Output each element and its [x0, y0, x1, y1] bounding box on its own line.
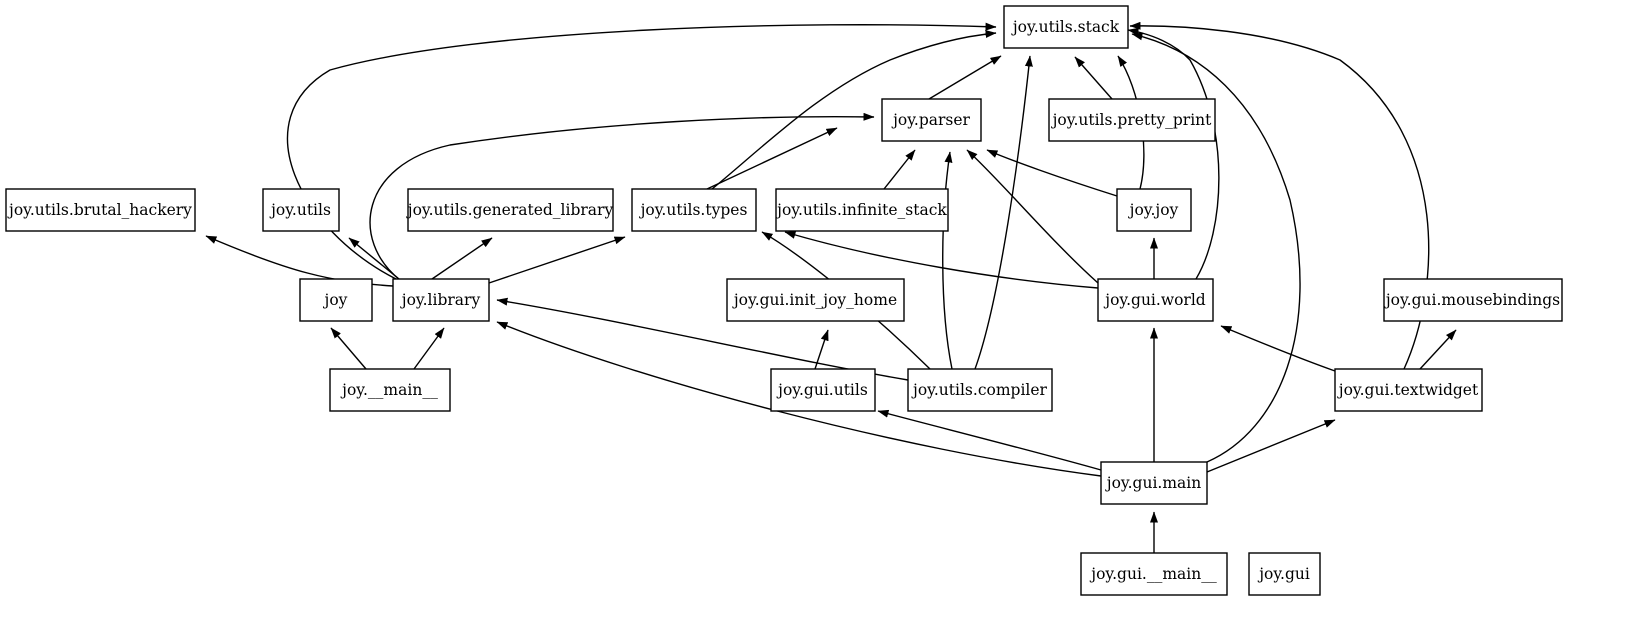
node-label-joy-gui-mousebindings: joy.gui.mousebindings — [1384, 291, 1560, 309]
node-joy-gui-textwidget[interactable]: joy.gui.textwidget — [1334, 368, 1483, 412]
node-label-joy-main-module: joy.__main__ — [340, 381, 438, 399]
edge-joy-utils-compiler-to-joy-parser — [942, 151, 953, 370]
node-joy-gui-utils[interactable]: joy.gui.utils — [770, 368, 876, 412]
node-label-joy-utils-brutal-hackery: joy.utils.brutal_hackery — [7, 201, 192, 219]
node-label-joy-gui-main-module: joy.gui.__main__ — [1089, 565, 1217, 583]
node-box-joy-utils-generated-library[interactable] — [407, 188, 614, 232]
node-joy-utils-stack[interactable]: joy.utils.stack — [1003, 5, 1129, 49]
edge-joy-library-to-joy-utils — [348, 237, 400, 280]
node-label-joy-parser: joy.parser — [891, 111, 970, 129]
node-label-joy-utils-infinite-stack: joy.utils.infinite_stack — [775, 201, 947, 219]
node-joy-gui-init-joy-home[interactable]: joy.gui.init_joy_home — [726, 278, 905, 322]
node-box-joy-utils-compiler[interactable] — [907, 368, 1053, 412]
edge-joy-gui-main-to-joy-gui-utils — [877, 409, 1102, 471]
node-box-joy-utils[interactable] — [262, 188, 340, 232]
node-box-joy-gui-utils[interactable] — [770, 368, 876, 412]
edge-joy-library-to-joy-parser — [369, 112, 875, 281]
edge-joy-library-to-joy-utils-types — [488, 236, 626, 284]
node-box-joy-utils-pretty-print[interactable] — [1048, 98, 1216, 142]
node-box-joy-utils-brutal-hackery[interactable] — [5, 188, 196, 232]
node-joy-utils-compiler[interactable]: joy.utils.compiler — [907, 368, 1053, 412]
edge-joy-utils-types-to-joy-parser — [706, 127, 838, 190]
node-box-joy-utils-infinite-stack[interactable] — [775, 188, 949, 232]
node-label-joy-library: joy.library — [400, 291, 481, 309]
edge-joy-utils-infinite-stack-to-joy-parser — [883, 149, 916, 190]
edge-joy-gui-main-to-joy-gui-textwidget — [1206, 419, 1336, 473]
node-label-joy: joy — [323, 291, 348, 309]
edge-joy-main-to-joy-library — [413, 327, 445, 370]
edge-joy-gui-world-to-joy-utils-types — [784, 231, 1099, 289]
node-joy-utils-brutal-hackery[interactable]: joy.utils.brutal_hackery — [5, 188, 196, 232]
node-box-joy-gui-textwidget[interactable] — [1334, 368, 1483, 412]
node-box-joy-gui-main[interactable] — [1100, 461, 1208, 505]
node-joy-parser[interactable]: joy.parser — [881, 98, 982, 142]
edge-joy-gui-world-to-joy-utils-stack — [1127, 27, 1220, 280]
node-joy-utils-pretty-print[interactable]: joy.utils.pretty_print — [1048, 98, 1216, 142]
node-box-joy-main-module[interactable] — [329, 368, 451, 412]
node-label-joy-gui-textwidget: joy.gui.textwidget — [1337, 381, 1479, 399]
node-box-joy-gui-mousebindings[interactable] — [1383, 278, 1563, 322]
node-box-joy[interactable] — [299, 278, 373, 322]
node-joy-utils[interactable]: joy.utils — [262, 188, 340, 232]
edge-joy-main-to-joy — [330, 327, 367, 370]
edge-joy-gui-textwidget-to-joy-gui-world — [1220, 325, 1336, 372]
node-joy-gui-main[interactable]: joy.gui.main — [1100, 461, 1208, 505]
node-joy-main-module[interactable]: joy.__main__ — [329, 368, 451, 412]
node-joy-joy[interactable]: joy.joy — [1116, 188, 1192, 232]
node-box-joy-gui-world[interactable] — [1097, 278, 1214, 322]
node-label-joy-gui-utils: joy.gui.utils — [776, 381, 868, 399]
node-joy-utils-infinite-stack[interactable]: joy.utils.infinite_stack — [775, 188, 949, 232]
node-layer: joy.utils.stack joy.parser joy.utils.pre… — [5, 5, 1563, 596]
node-box-joy-utils-stack[interactable] — [1003, 5, 1129, 49]
edge-joy-joy-to-joy-parser — [986, 149, 1118, 197]
edge-joy-parser-to-joy-utils-stack — [928, 55, 1002, 100]
node-label-joy-joy: joy.joy — [1128, 201, 1179, 219]
node-box-joy-joy[interactable] — [1116, 188, 1192, 232]
node-label-joy-utils-generated-library: joy.utils.generated_library — [406, 201, 614, 219]
node-box-joy-library[interactable] — [392, 278, 490, 322]
node-joy-gui[interactable]: joy.gui — [1248, 552, 1321, 596]
edge-joy-utils-types-to-joy-utils-stack — [711, 30, 997, 190]
node-joy-utils-generated-library[interactable]: joy.utils.generated_library — [406, 188, 614, 232]
edge-joy-library-to-joy-utils-stack — [286, 22, 997, 280]
edge-joy-gui-world-to-joy-parser — [966, 149, 1099, 284]
node-box-joy-utils-types[interactable] — [631, 188, 757, 232]
edge-joy-gui-utils-to-joy-gui-init-joy-home — [814, 329, 829, 370]
node-label-joy-utils-types: joy.utils.types — [639, 201, 748, 219]
node-box-joy-parser[interactable] — [881, 98, 982, 142]
edge-joy-utils-pretty-print-to-joy-utils-stack — [1074, 56, 1113, 100]
node-label-joy-gui-init-joy-home: joy.gui.init_joy_home — [732, 291, 897, 309]
edge-joy-gui-textwidget-to-joy-gui-mousebindings — [1419, 329, 1457, 370]
node-box-joy-gui-main-module[interactable] — [1080, 552, 1228, 596]
node-joy-library[interactable]: joy.library — [392, 278, 490, 322]
node-label-joy-utils-compiler: joy.utils.compiler — [911, 381, 1047, 399]
node-label-joy-utils-stack: joy.utils.stack — [1011, 18, 1120, 36]
node-joy-gui-world[interactable]: joy.gui.world — [1097, 278, 1214, 322]
node-joy-utils-types[interactable]: joy.utils.types — [631, 188, 757, 232]
edge-joy-gui-main-to-joy-utils-stack — [1131, 32, 1301, 463]
node-label-joy-utils-pretty-print: joy.utils.pretty_print — [1051, 111, 1213, 129]
node-joy[interactable]: joy — [299, 278, 373, 322]
node-joy-gui-mousebindings[interactable]: joy.gui.mousebindings — [1383, 278, 1563, 322]
node-label-joy-utils: joy.utils — [269, 201, 331, 219]
node-label-joy-gui-main: joy.gui.main — [1105, 474, 1201, 492]
node-box-joy-gui[interactable] — [1248, 552, 1321, 596]
edge-joy-library-to-joy-utils-generated-library — [431, 237, 493, 280]
edge-joy-utils-compiler-to-joy-utils-stack — [974, 55, 1033, 370]
node-label-joy-gui-world: joy.gui.world — [1103, 291, 1206, 309]
node-box-joy-gui-init-joy-home[interactable] — [726, 278, 905, 322]
node-label-joy-gui: joy.gui — [1257, 565, 1310, 583]
node-joy-gui-main-module[interactable]: joy.gui.__main__ — [1080, 552, 1228, 596]
